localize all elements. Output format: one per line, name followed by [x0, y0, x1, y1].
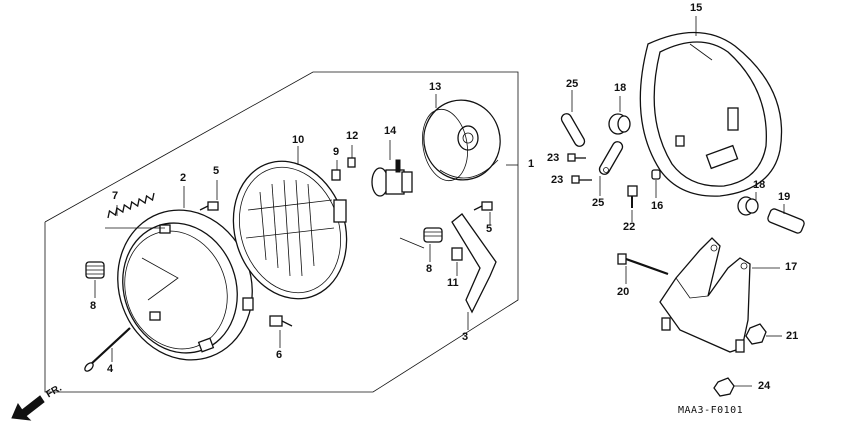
callout-23-lower: 23: [551, 174, 564, 186]
headlight-bulb: [371, 159, 413, 197]
callout-11: 11: [447, 277, 459, 289]
callout-5-right: 5: [486, 223, 493, 235]
callout-24: 24: [758, 380, 771, 392]
screw-23-upper: [567, 153, 586, 162]
bracket-strap-25-lower: [598, 141, 624, 175]
screw-23-lower: [571, 175, 592, 184]
callout-25-upper: 25: [566, 78, 579, 90]
headlight-rim: [117, 209, 254, 361]
callout-4: 4: [107, 363, 114, 375]
socket-cover: [422, 99, 501, 182]
callout-18-lower: 18: [753, 179, 766, 191]
nut-21: [745, 323, 767, 345]
clip-11: [451, 247, 463, 261]
callout-22: 22: [623, 221, 636, 233]
bolt-20: [617, 253, 669, 276]
callout-19: 19: [778, 191, 791, 203]
callout-23-upper: 23: [547, 152, 560, 164]
screw-5-right: [473, 201, 493, 211]
spring-8-right: [423, 227, 443, 243]
callout-12: 12: [346, 130, 359, 142]
callout-1: 1: [528, 158, 535, 170]
screw-5-left: [199, 201, 219, 211]
callout-8-left: 8: [90, 300, 97, 312]
nut-24: [713, 377, 735, 397]
callout-15: 15: [690, 2, 703, 14]
grommet-18-lower: [737, 196, 759, 216]
callout-2: 2: [180, 172, 187, 184]
callout-6: 6: [276, 349, 283, 361]
grommet-18-upper: [608, 113, 631, 135]
clip-12: [347, 157, 356, 168]
bracket-strap-25-upper: [560, 113, 586, 147]
screw-6: [269, 315, 293, 327]
callout-3: 3: [462, 331, 469, 343]
screw-22: [627, 185, 638, 208]
spring-8-left: [85, 261, 105, 279]
callout-8-right: 8: [426, 263, 433, 275]
diagram-code: MAA3-F0101: [678, 405, 744, 416]
callout-9: 9: [333, 146, 340, 158]
callout-18-upper: 18: [614, 82, 627, 94]
assembly-boundary: [44, 71, 519, 393]
callout-21: 21: [786, 330, 799, 342]
headlight-unit: [232, 160, 348, 300]
headlight-case: [639, 31, 783, 197]
callout-7: 7: [112, 190, 119, 202]
direction-arrow-icon: [11, 395, 45, 421]
collar-19: [767, 208, 805, 234]
callout-14: 14: [384, 125, 397, 137]
callout-16: 16: [651, 200, 664, 212]
callout-5-left: 5: [213, 165, 220, 177]
nut-16: [651, 169, 661, 180]
callout-20: 20: [617, 286, 630, 298]
spring-7: [107, 192, 155, 219]
clip-9: [331, 169, 341, 181]
callout-25-lower: 25: [592, 197, 605, 209]
callout-10: 10: [292, 134, 305, 146]
mount-bracket-3: [451, 213, 497, 314]
callout-17: 17: [785, 261, 798, 273]
headlight-stay-17: [659, 237, 751, 353]
screw-4: [84, 327, 131, 372]
callout-13: 13: [429, 81, 442, 93]
